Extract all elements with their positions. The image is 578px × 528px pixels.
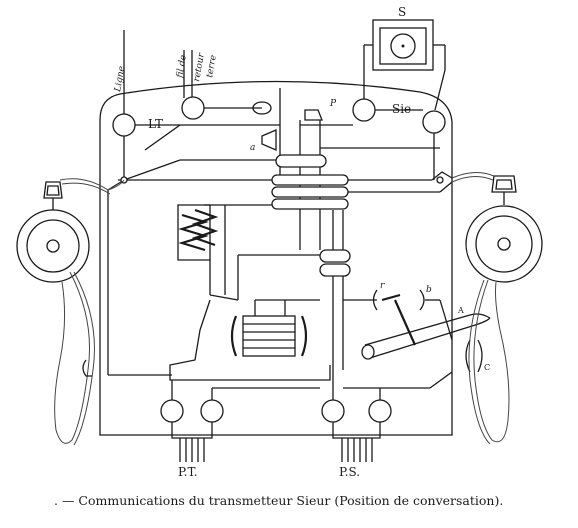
label-b: b — [426, 285, 432, 295]
lever-mechanism — [343, 289, 491, 389]
left-junction — [107, 124, 181, 191]
terminal-ps-2 — [368, 399, 392, 423]
terminal-ligne — [112, 113, 136, 137]
right-junction — [431, 133, 453, 193]
terminal-s-left — [352, 98, 376, 122]
terminal-sie — [422, 110, 446, 134]
cabinet-outline — [99, 80, 453, 436]
label-retour: retour — [192, 52, 207, 83]
bottom-terminals — [107, 190, 392, 423]
terminal-pt-1 — [160, 399, 184, 423]
label-sie: Sie — [392, 102, 411, 116]
label-ligne: Ligne — [113, 65, 127, 93]
wiring-horizontal — [118, 107, 440, 300]
electromagnet — [169, 299, 331, 381]
battery-leads-pt — [171, 422, 213, 462]
label-a: a — [250, 143, 255, 153]
induction-coil — [177, 204, 239, 301]
terminal-ps-1 — [321, 399, 345, 423]
top-line-wires — [123, 30, 446, 118]
label-fil-de: fil de — [175, 54, 189, 79]
label-ps: P.S. — [339, 465, 360, 479]
label-r: r — [380, 281, 385, 291]
label-lt: LT — [148, 117, 163, 131]
label-C: C — [484, 363, 490, 372]
label-terre: terre — [205, 54, 219, 78]
left-receiver-icon — [16, 178, 125, 446]
right-receiver-icon — [451, 172, 543, 445]
battery-leads-ps — [332, 422, 381, 462]
label-pt: P.T. — [178, 465, 198, 479]
label-s: S — [398, 5, 406, 19]
box-s — [363, 19, 446, 102]
terminal-terre — [181, 96, 205, 120]
label-p: P — [329, 99, 337, 109]
central-switch-stack — [252, 88, 351, 380]
label-A: A — [457, 306, 464, 315]
figure-caption: . — Communications du transmetteur Sieur… — [54, 493, 503, 508]
terminal-pt-2 — [200, 399, 224, 423]
